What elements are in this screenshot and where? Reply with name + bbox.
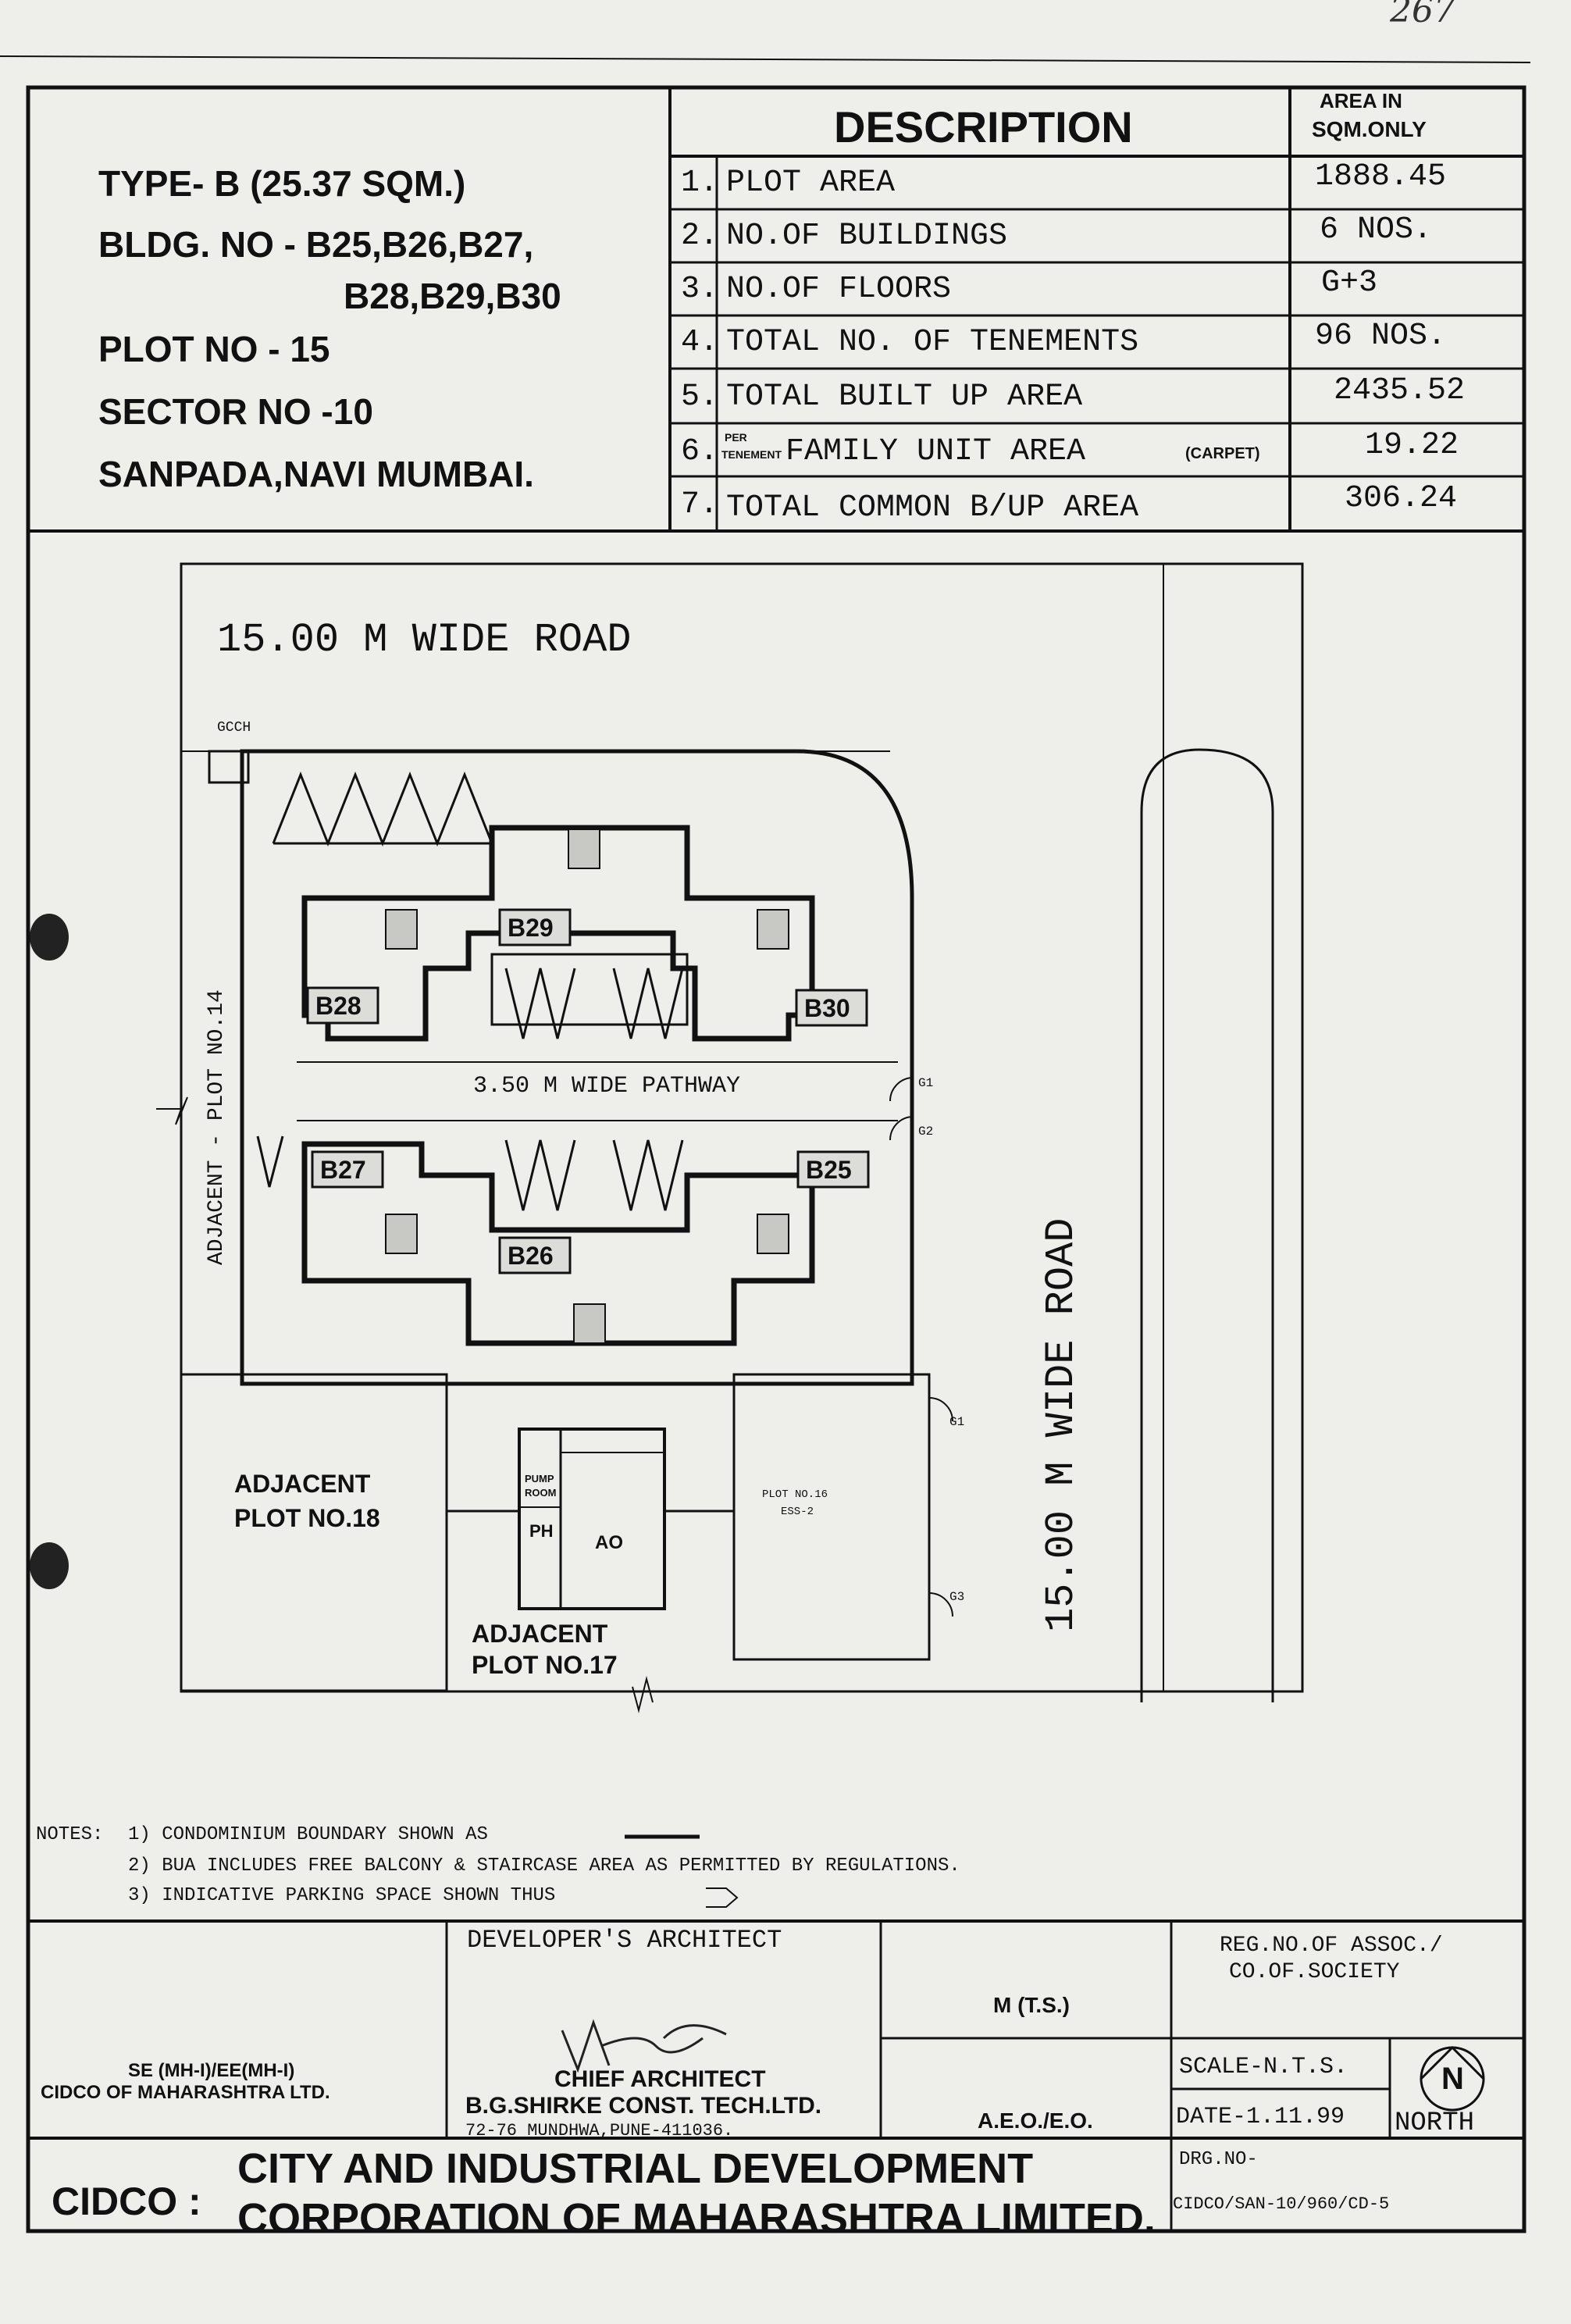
pathway-label: 3.50 M WIDE PATHWAY xyxy=(473,1073,741,1100)
cidco-label: CIDCO : xyxy=(52,2180,201,2223)
gcch-label: GCCH xyxy=(217,720,251,736)
punch-hole-top xyxy=(30,914,69,961)
row-1-value: 1888.45 xyxy=(1315,159,1447,194)
adjacent-plot-18-line1: ADJACENT xyxy=(234,1470,371,1498)
note-3: 3) INDICATIVE PARKING SPACE SHOWN THUS xyxy=(128,1885,556,1906)
row-6-suffix-carpet: (CARPET) xyxy=(1185,445,1260,462)
row-5-no: 5. xyxy=(681,380,719,415)
type-label: TYPE- B (25.37 SQM.) xyxy=(98,163,466,204)
corporation-line1: CITY AND INDUSTRIAL DEVELOPMENT xyxy=(237,2145,1034,2192)
gate-g3-label: G3 xyxy=(949,1590,965,1604)
area-header-line1: AREA IN xyxy=(1320,89,1402,112)
north-label: NORTH xyxy=(1395,2108,1475,2138)
row-3-label: NO.OF FLOORS xyxy=(726,272,952,307)
plot-16-line1: PLOT NO.16 xyxy=(762,1488,828,1501)
se-line1: SE (MH-I)/EE(MH-I) xyxy=(128,2060,295,2081)
row-5-label: TOTAL BUILT UP AREA xyxy=(726,380,1083,415)
row-6-label: FAMILY UNIT AREA xyxy=(786,434,1086,469)
building-numbers-line1: BLDG. NO - B25,B26,B27, xyxy=(98,224,534,265)
pump-room-line2: ROOM xyxy=(525,1487,557,1499)
building-numbers-line2: B28,B29,B30 xyxy=(344,276,561,316)
notes-prefix: NOTES: xyxy=(36,1824,104,1845)
row-2-no: 2. xyxy=(681,219,719,254)
ao-label: AO xyxy=(595,1532,623,1553)
corporation-line2: CORPORATION OF MAHARASHTRA LIMITED. xyxy=(237,2195,1156,2242)
row-2-value: 6 NOS. xyxy=(1320,212,1433,248)
plot-16-line2: ESS-2 xyxy=(781,1506,814,1518)
adjacent-plot-18-line2: PLOT NO.18 xyxy=(234,1504,380,1532)
description-title: DESCRIPTION xyxy=(834,102,1133,151)
building-b26-label: B26 xyxy=(508,1242,554,1270)
pump-room-line1: PUMP xyxy=(525,1473,554,1485)
drawing-no: CIDCO/SAN-10/960/CD-5 xyxy=(1173,2194,1390,2214)
ph-label: PH xyxy=(529,1521,554,1541)
aeo-label: A.E.O./E.O. xyxy=(978,2108,1093,2133)
gate-g2-label: G2 xyxy=(918,1125,934,1139)
firm-address: 72-76 MUNDHWA,PUNE-411036. xyxy=(465,2121,734,2140)
gate-g1a-label: G1 xyxy=(918,1076,934,1090)
location: SANPADA,NAVI MUMBAI. xyxy=(98,454,534,494)
row-7-label: TOTAL COMMON B/UP AREA xyxy=(726,490,1139,526)
row-1-label: PLOT AREA xyxy=(726,166,896,201)
mts-label: M (T.S.) xyxy=(993,1993,1070,2017)
punch-hole-bottom xyxy=(30,1542,69,1589)
adjacent-plot-17-line2: PLOT NO.17 xyxy=(472,1651,618,1679)
row-6-prefix-tenement: TENEMENT xyxy=(721,448,782,461)
note-2: 2) BUA INCLUDES FREE BALCONY & STAIRCASE… xyxy=(128,1855,960,1877)
parking-symbol xyxy=(706,1887,739,1908)
corner-mark: 267 xyxy=(1390,0,1455,30)
row-3-value: G+3 xyxy=(1321,266,1378,301)
gate-g1b-label: G1 xyxy=(949,1415,965,1429)
row-4-no: 4. xyxy=(681,325,719,360)
se-line2: CIDCO OF MAHARASHTRA LTD. xyxy=(41,2082,330,2103)
row-6-no: 6. xyxy=(681,434,719,469)
sector-number: SECTOR NO -10 xyxy=(98,391,373,432)
row-6-prefix-per: PER xyxy=(725,431,747,444)
row-4-value: 96 NOS. xyxy=(1315,319,1447,354)
row-7-value: 306.24 xyxy=(1345,481,1458,516)
road-top-label: 15.00 M WIDE ROAD xyxy=(217,617,632,663)
building-b29-label: B29 xyxy=(508,914,554,942)
row-7-no: 7. xyxy=(681,487,719,522)
drawing-no-label: DRG.NO- xyxy=(1179,2149,1258,2170)
area-header-line2: SQM.ONLY xyxy=(1312,117,1427,141)
adjacent-plot-14-label: ADJACENT - PLOT NO.14 xyxy=(205,989,229,1265)
row-6-value: 19.22 xyxy=(1365,428,1459,463)
building-b30-label: B30 xyxy=(804,994,850,1022)
road-right-label: 15.00 M WIDE ROAD xyxy=(1038,1217,1085,1633)
row-5-value: 2435.52 xyxy=(1334,373,1466,408)
building-b25-label: B25 xyxy=(806,1156,852,1184)
row-1-no: 1. xyxy=(681,166,719,201)
north-arrow-icon xyxy=(1420,2045,1485,2112)
scale-label: SCALE-N.T.S. xyxy=(1179,2054,1348,2080)
firm-name: B.G.SHIRKE CONST. TECH.LTD. xyxy=(465,2093,822,2119)
developers-architect: DEVELOPER'S ARCHITECT xyxy=(467,1926,782,1955)
signature-mark xyxy=(561,2019,727,2073)
row-2-label: NO.OF BUILDINGS xyxy=(726,219,1008,254)
plot-number: PLOT NO - 15 xyxy=(98,329,330,369)
row-4-label: TOTAL NO. OF TENEMENTS xyxy=(726,325,1139,360)
row-3-no: 3. xyxy=(681,272,719,307)
adjacent-plot-17-line1: ADJACENT xyxy=(472,1620,608,1648)
date-label: DATE-1.11.99 xyxy=(1176,2104,1345,2130)
building-b28-label: B28 xyxy=(315,992,362,1020)
building-b27-label: B27 xyxy=(320,1156,366,1184)
reg-no-line1: REG.NO.OF ASSOC./ xyxy=(1220,1934,1443,1958)
condominium-boundary-symbol xyxy=(625,1834,700,1839)
chief-architect: CHIEF ARCHITECT xyxy=(554,2066,766,2092)
reg-no-line2: CO.OF.SOCIETY xyxy=(1229,1960,1400,1984)
north-letter: N xyxy=(1441,2062,1464,2096)
note-1: 1) CONDOMINIUM BOUNDARY SHOWN AS xyxy=(128,1824,488,1845)
